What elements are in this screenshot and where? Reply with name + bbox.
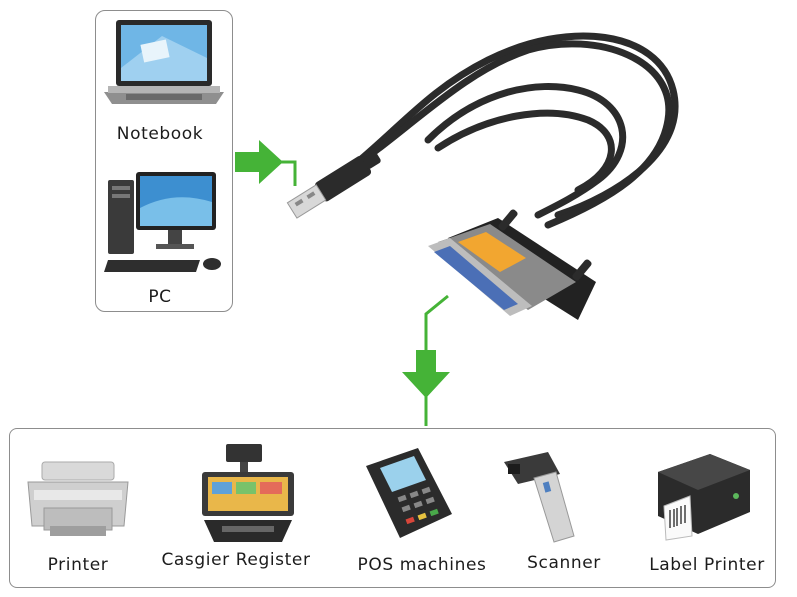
label-printer-icon	[658, 454, 750, 541]
desktop-pc-icon	[104, 172, 221, 272]
cash-register-icon	[202, 444, 294, 542]
printer-icon	[27, 461, 129, 536]
usb-connector	[286, 152, 381, 219]
usb-parallel-cable	[286, 32, 679, 320]
printer-label: Printer	[47, 555, 109, 575]
pos-terminal-icon	[366, 448, 452, 538]
arrow-right-icon	[235, 140, 297, 186]
db25-connector	[428, 209, 596, 320]
notebook-label: Notebook	[116, 124, 204, 144]
barcode-scanner-icon	[504, 452, 575, 543]
pos-machines-label: POS machines	[357, 555, 487, 575]
cash-register-label: Casgier Register	[161, 550, 311, 570]
notebook-icon	[104, 20, 224, 104]
arrow-down-icon	[402, 294, 450, 426]
scanner-label: Scanner	[527, 553, 601, 573]
pc-label: PC	[148, 287, 172, 307]
label-printer-label: Label Printer	[649, 555, 765, 575]
